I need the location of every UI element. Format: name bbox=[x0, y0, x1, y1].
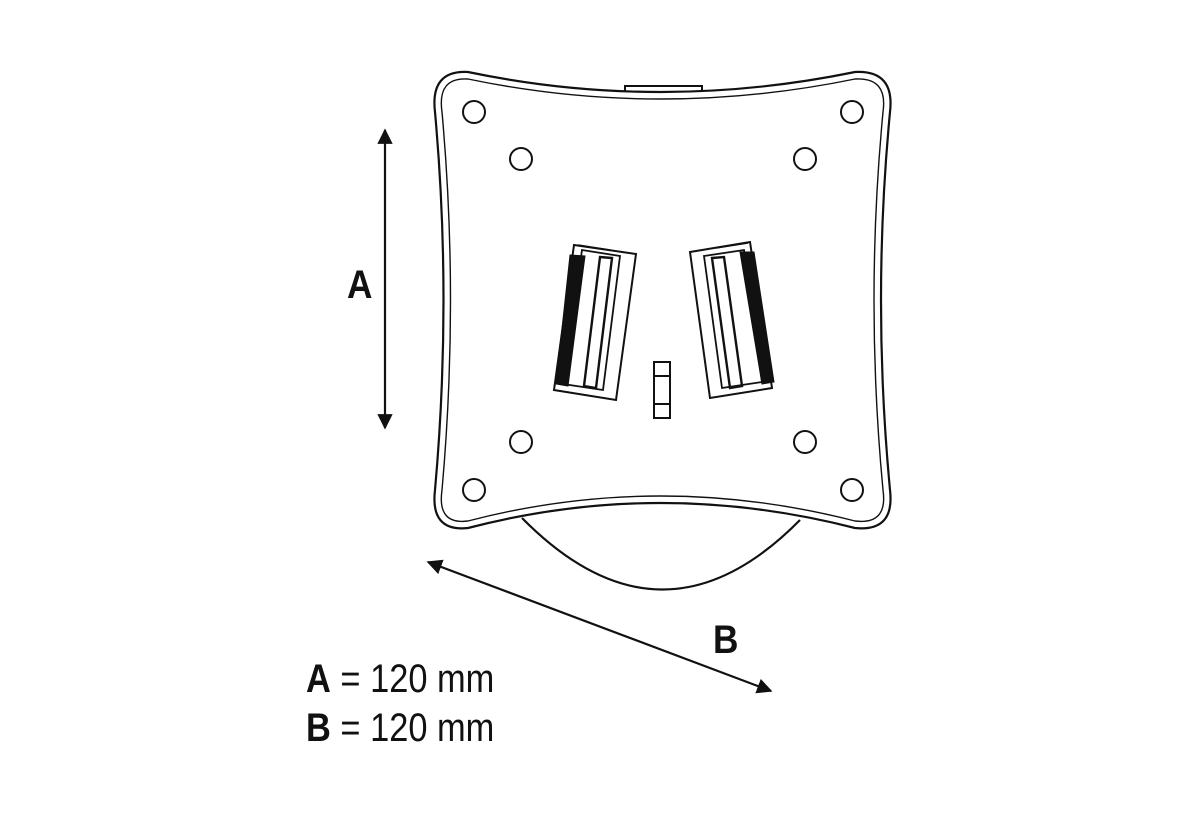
slot-bracket-right bbox=[688, 240, 775, 400]
dimension-label-b: B bbox=[713, 618, 739, 662]
mount-plate-inner-edge bbox=[440, 78, 885, 523]
mount-hole-outer-bottom-right bbox=[840, 478, 864, 502]
dimension-label-a: A bbox=[347, 263, 373, 307]
mount-hole-inner-top-left bbox=[509, 147, 533, 171]
mount-plate-outline bbox=[433, 70, 892, 530]
spec-value: 120 mm bbox=[370, 706, 495, 750]
spec-row-b: B = 120 mm bbox=[306, 708, 494, 748]
mount-hole-outer-top-right bbox=[840, 100, 864, 124]
center-latch bbox=[653, 361, 671, 419]
spec-equals: = bbox=[340, 657, 361, 701]
mount-hole-inner-bottom-right bbox=[793, 430, 817, 454]
mount-hole-outer-top-left bbox=[462, 100, 486, 124]
swivel-disc bbox=[521, 517, 801, 591]
slot-bracket-left bbox=[552, 243, 638, 402]
mount-hole-outer-bottom-left bbox=[462, 478, 486, 502]
spec-key: B bbox=[306, 706, 331, 750]
mount-hole-inner-bottom-left bbox=[509, 430, 533, 454]
spec-value: 120 mm bbox=[370, 657, 495, 701]
spec-equals: = bbox=[340, 706, 361, 750]
spec-row-a: A = 120 mm bbox=[306, 659, 494, 699]
spec-key: A bbox=[306, 657, 331, 701]
dimension-arrow-b bbox=[426, 559, 773, 694]
mount-hole-inner-top-right bbox=[793, 147, 817, 171]
